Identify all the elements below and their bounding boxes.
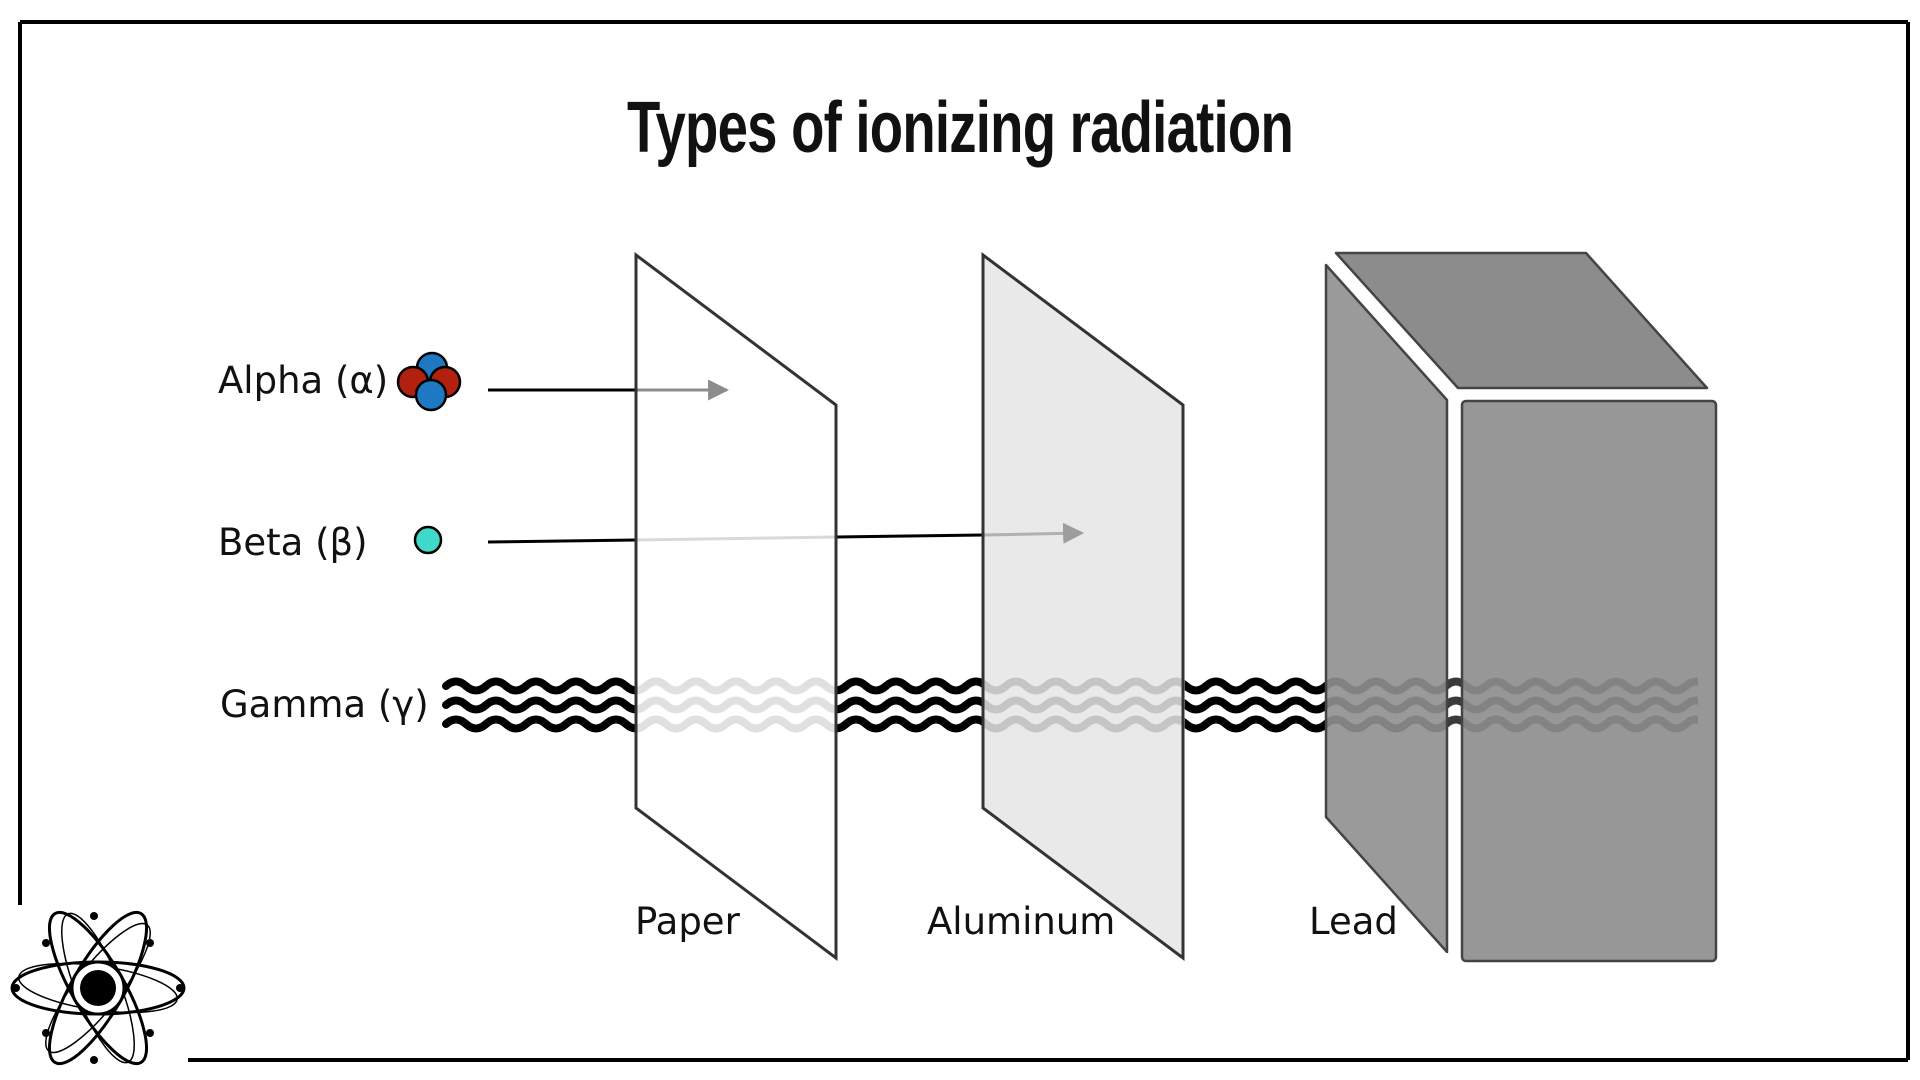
slide-frame	[18, 20, 1910, 1062]
beta-label: Beta (β)	[218, 521, 368, 564]
aluminum-barrier	[981, 252, 1185, 961]
paper-label: Paper	[635, 900, 741, 943]
lead-label: Lead	[1309, 900, 1398, 943]
lead-block	[1324, 251, 1718, 963]
paper-barrier	[634, 252, 838, 961]
page-title: Types of ionizing radiation	[627, 88, 1293, 168]
alpha-particle-icon	[396, 351, 462, 412]
alpha-label: Alpha (α)	[218, 359, 388, 402]
beta-particle-icon	[413, 525, 443, 555]
atom-logo-icon	[10, 910, 186, 1066]
gamma-label: Gamma (γ)	[220, 683, 429, 726]
aluminum-label: Aluminum	[927, 900, 1115, 943]
